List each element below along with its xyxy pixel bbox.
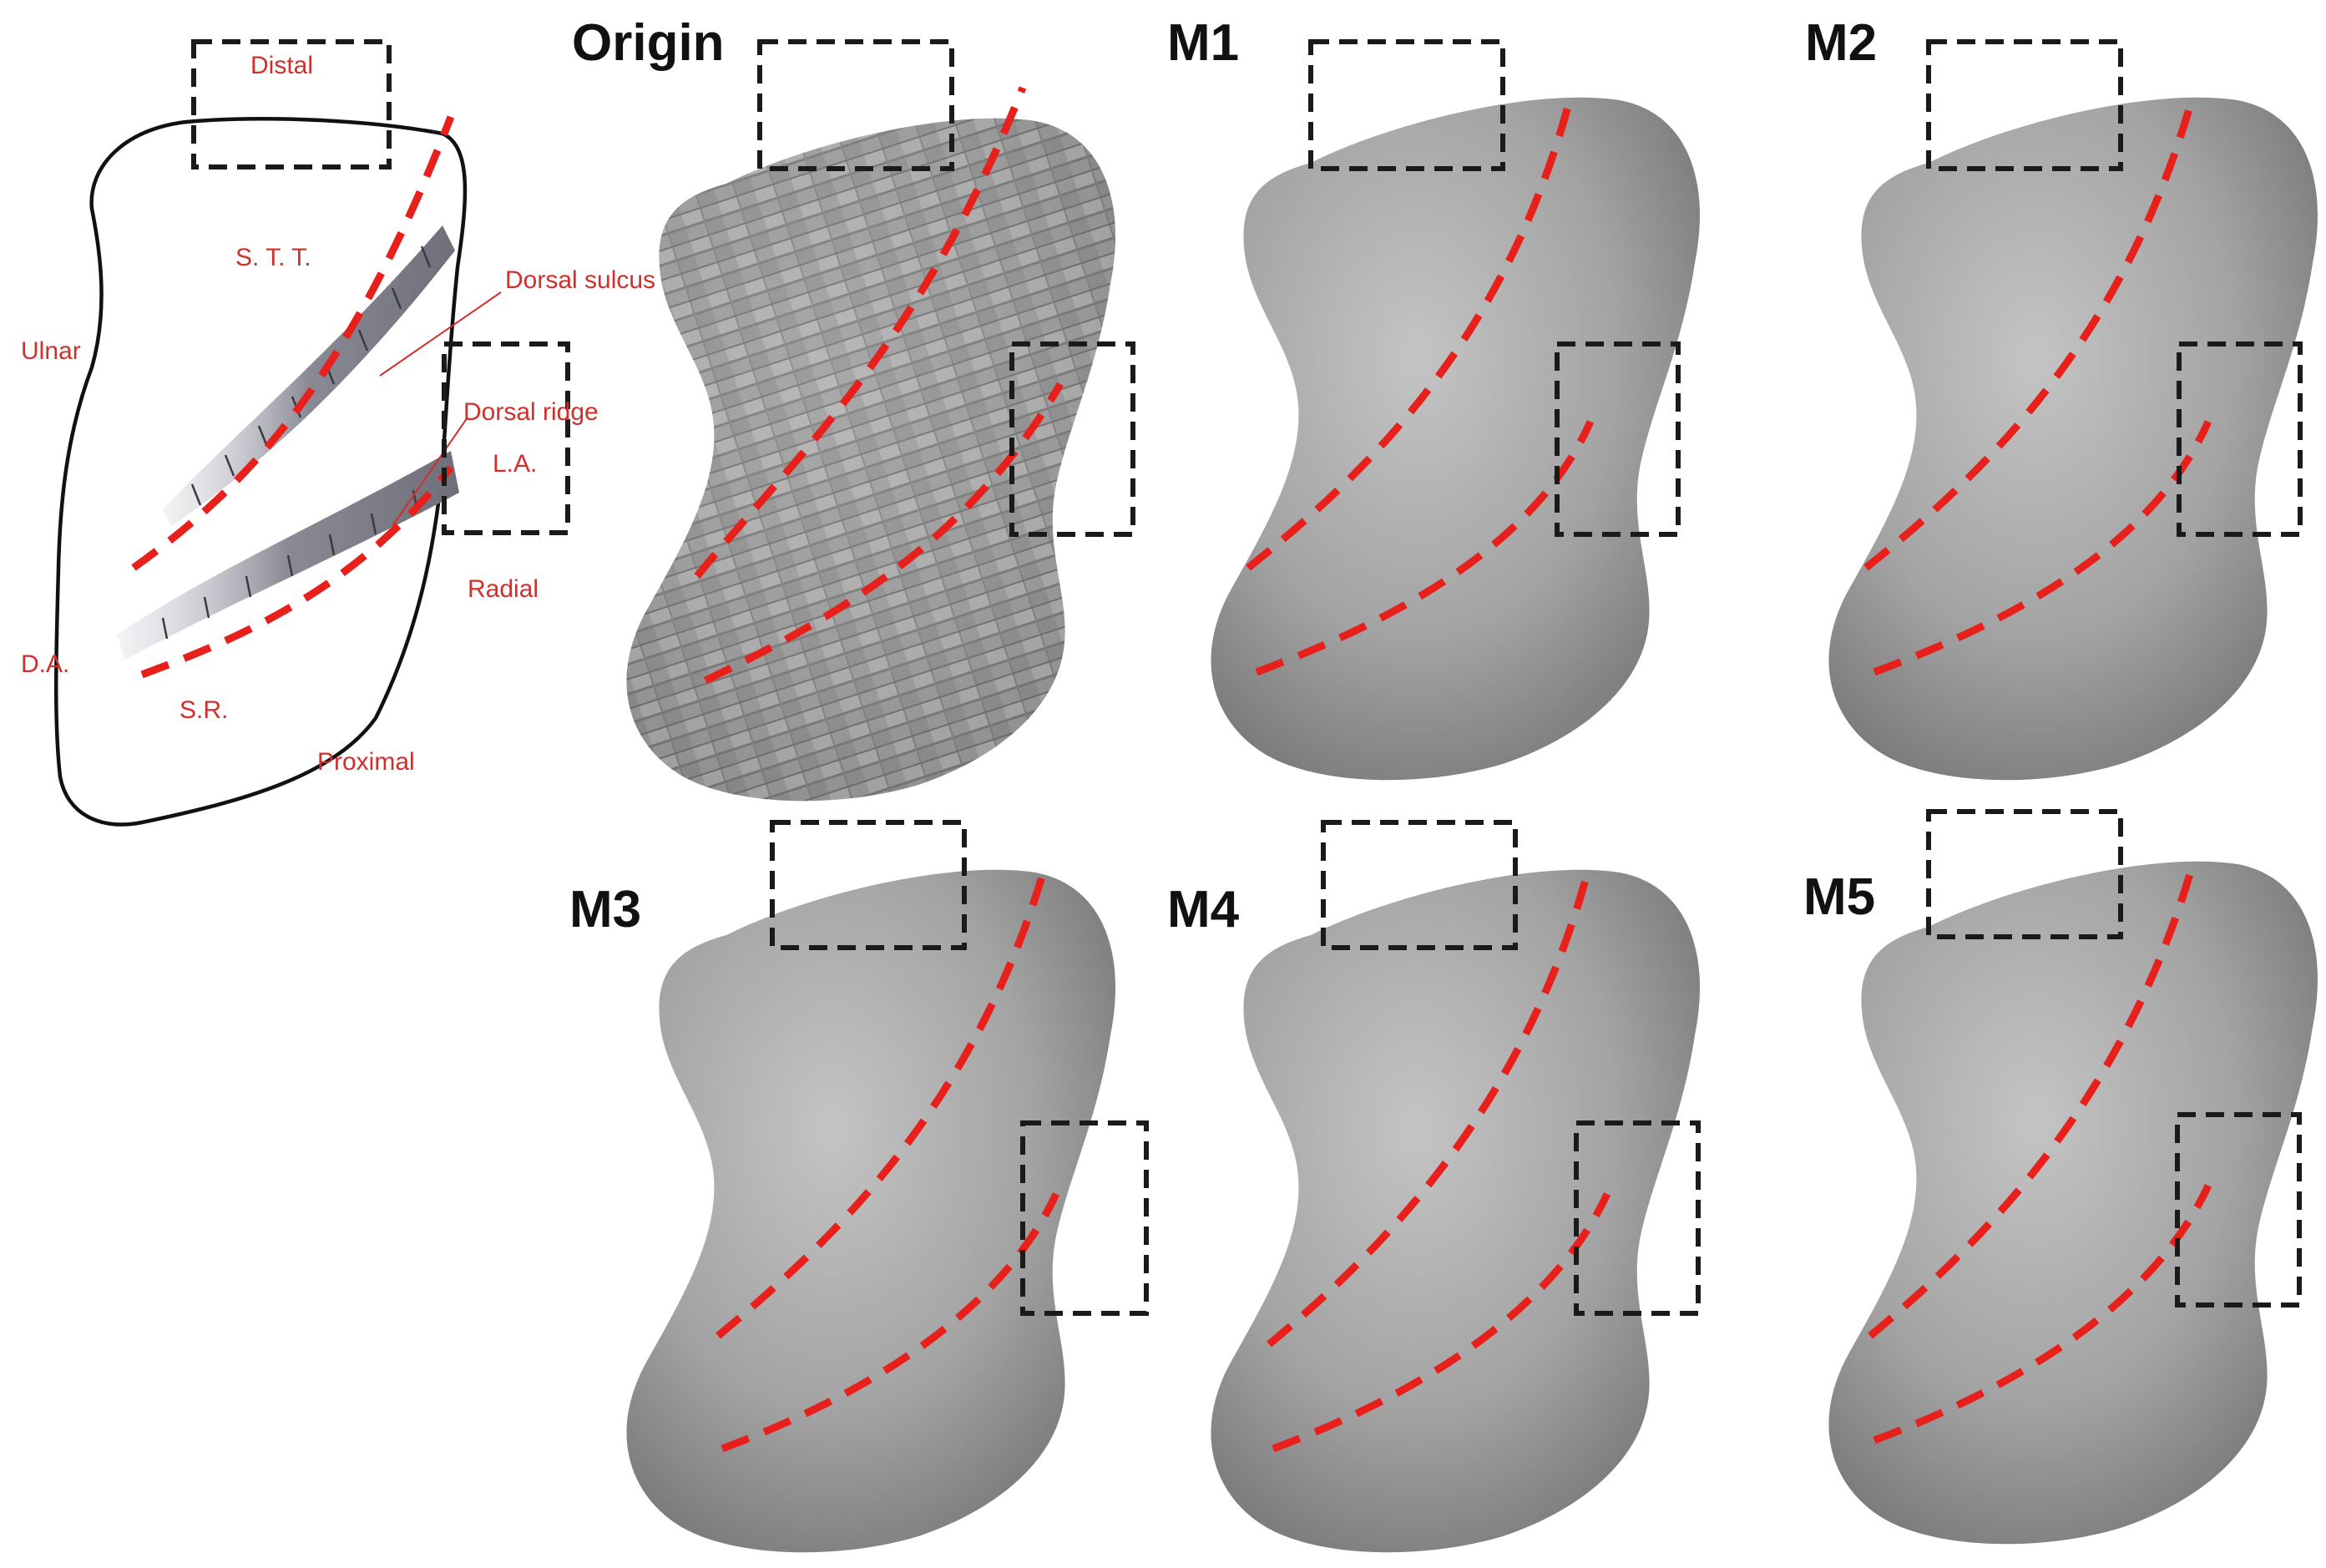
label-proximal: Proximal [317, 748, 415, 776]
panel-label-m1: M1 [1167, 14, 1239, 72]
m1-red-line-lower [1255, 420, 1595, 676]
label-sr: S.R. [180, 696, 228, 724]
leader-dorsal-ridge [392, 417, 468, 527]
m4-red-line-upper [1267, 875, 1590, 1348]
panel-label-origin: Origin [572, 14, 725, 72]
m1-red-line-upper [1246, 99, 1574, 571]
m5-red-line-upper [1868, 867, 2196, 1339]
leader-dorsal-sulcus [379, 291, 502, 377]
sketch-box-distal [191, 39, 392, 169]
m5-red-line-lower [1873, 1184, 2212, 1444]
bone-shading-origin [626, 118, 1115, 802]
bone-model-m4 [1211, 869, 1700, 1553]
panel-origin: Origin [572, 14, 1135, 802]
panel-m3: M3 [569, 820, 1149, 1553]
m5-box-side [2175, 1112, 2302, 1308]
m4-red-line-lower [1272, 1192, 1611, 1453]
panel-m4: M4 [1167, 820, 1701, 1553]
origin-red-line-upper [694, 86, 1027, 579]
label-radial: Radial [468, 575, 539, 603]
m3-red-line-upper [715, 875, 1046, 1339]
m4-box-side [1574, 1120, 1701, 1316]
bone-model-m5 [1828, 861, 2318, 1545]
m3-red-line-lower [721, 1192, 1060, 1453]
panel-m1: M1 [1167, 14, 1700, 781]
label-ulnar: Ulnar [21, 337, 81, 365]
label-distal: Distal [250, 52, 313, 79]
label-stt: S. T. T. [235, 244, 311, 271]
m2-box-side [2177, 341, 2303, 537]
panel-m2: M2 [1805, 14, 2318, 781]
panel-m5: M5 [1803, 809, 2318, 1545]
m2-red-line-upper [1863, 99, 2196, 571]
origin-box-side [1009, 341, 1135, 537]
anatomy-sketch: Distal S. T. T. Dorsal sulcus Ulnar Dors… [21, 39, 655, 827]
panel-label-m4: M4 [1167, 881, 1240, 938]
origin-box-top [757, 39, 954, 171]
scaphoid-outline [53, 117, 468, 827]
panel-label-m5: M5 [1803, 868, 1875, 926]
origin-red-line-lower [704, 382, 1064, 685]
label-da: D.A. [21, 650, 69, 678]
m2-box-top [1926, 39, 2123, 171]
sketch-red-line-upper [131, 115, 455, 571]
sketch-red-line-lower [140, 465, 454, 679]
sulcus-band-upper [163, 225, 455, 526]
m3-box-top [770, 820, 967, 950]
m1-box-top [1308, 39, 1505, 171]
bone-model-m2 [1828, 97, 2318, 781]
bone-model-m1 [1211, 97, 1700, 781]
bone-model-m3 [626, 869, 1115, 1553]
m4-box-top [1321, 820, 1518, 950]
label-dorsal-ridge: Dorsal ridge [463, 398, 599, 426]
panel-label-m3: M3 [569, 881, 641, 938]
m1-box-side [1555, 341, 1681, 537]
label-dorsal-sulcus: Dorsal sulcus [505, 266, 655, 294]
panel-label-m2: M2 [1805, 14, 1877, 72]
sketch-box-radial [442, 341, 570, 535]
m5-box-top [1926, 809, 2123, 939]
label-la: L.A. [493, 450, 537, 478]
m3-box-side [1020, 1120, 1149, 1316]
